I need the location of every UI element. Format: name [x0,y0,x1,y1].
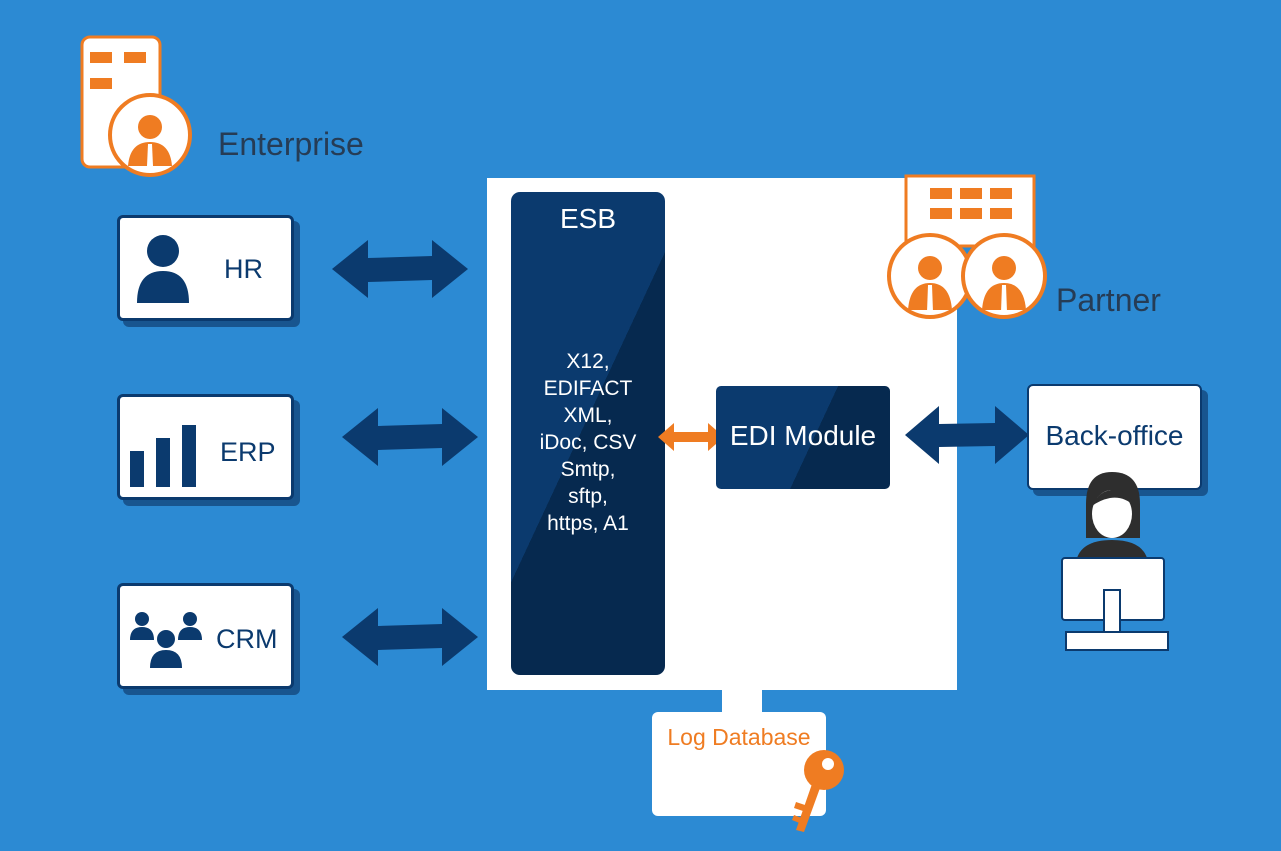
back-office-label: Back-office [1045,420,1184,451]
esb-protocol-list: X12, EDIFACT XML, iDoc, CSV Smtp, sftp, … [511,348,665,537]
bar-chart-icon [130,425,196,487]
esb-protocol: sftp, [568,485,608,508]
esb-title: ESB [559,203,617,234]
crm-label: CRM [216,624,278,654]
esb-protocol: Smtp, [560,458,616,481]
crm-esb-arrow-icon [342,608,478,666]
person-icon [137,235,189,303]
woman-at-computer-icon [1061,472,1169,651]
edi-module-box[interactable] [716,386,890,489]
log-database-label: Log Database [667,724,811,750]
esb-protocol: https, A1 [547,512,629,535]
esb-edi-arrow-icon [658,423,724,451]
key-icon [792,750,844,832]
erp-label: ERP [220,437,276,467]
hr-card[interactable]: HR [117,215,294,321]
edi-module-label: EDI Module [729,420,877,451]
partner-building-people-icon [887,174,1047,319]
esb-protocol: EDIFACT [543,377,633,400]
partner-label: Partner [1056,282,1161,318]
log-database-connector [722,688,762,714]
edi-backoffice-arrow-icon [905,406,1029,464]
people-group-icon [130,612,202,668]
erp-esb-arrow-icon [342,408,478,466]
crm-card[interactable]: CRM [117,583,294,689]
enterprise-building-person-icon [80,35,192,177]
esb-protocol: X12, [566,350,610,373]
esb-protocol: XML, [563,404,613,427]
esb-protocol: iDoc, CSV [539,431,637,454]
enterprise-label: Enterprise [218,126,364,162]
erp-card[interactable]: ERP [117,394,294,500]
hr-label: HR [224,254,263,284]
esb-bar[interactable] [511,192,665,675]
hr-esb-arrow-icon [332,240,468,298]
log-database-card[interactable] [652,712,826,816]
